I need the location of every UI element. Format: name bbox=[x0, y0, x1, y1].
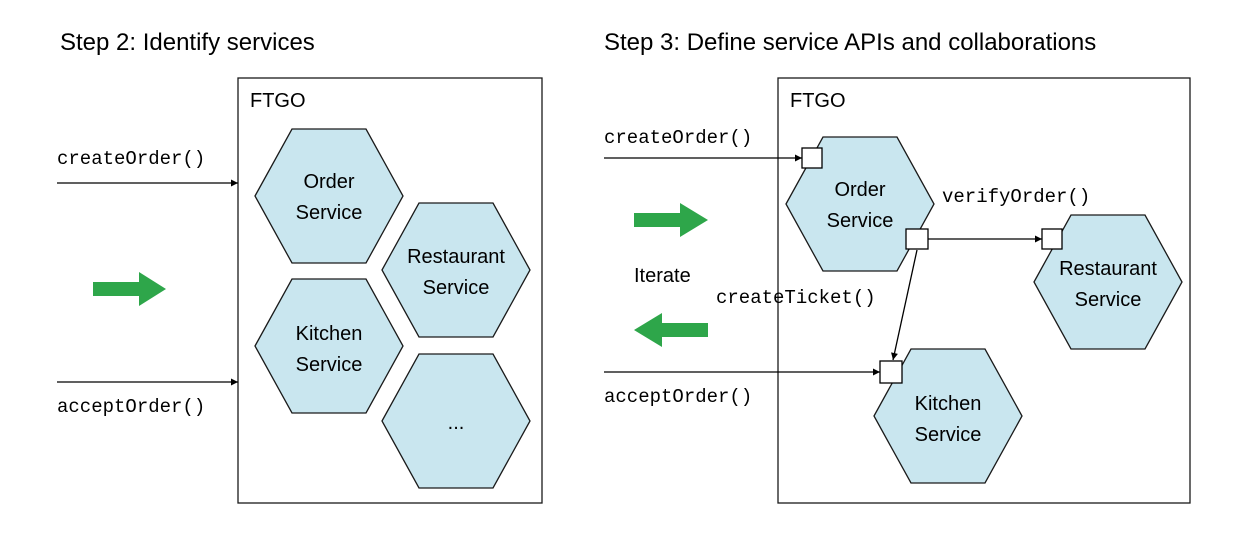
step2-order-service: Order Service bbox=[254, 128, 404, 264]
step2-create-order-label: createOrder() bbox=[57, 148, 205, 170]
step3-order-service: Order Service bbox=[785, 136, 935, 272]
step3-frame-label: FTGO bbox=[790, 90, 846, 112]
iterate-right-arrow-icon bbox=[634, 203, 708, 237]
step3-order-service-line1: Order bbox=[834, 179, 885, 201]
create-ticket-label: createTicket() bbox=[716, 287, 876, 309]
step3-accept-order-label: acceptOrder() bbox=[604, 386, 752, 408]
step2-kitchen-service-line2: Service bbox=[296, 354, 363, 376]
step2-accept-order-label: acceptOrder() bbox=[57, 396, 205, 418]
step2-more-services: ... bbox=[381, 353, 531, 489]
green-right-arrow-icon bbox=[93, 272, 166, 306]
step2-order-service-line2: Service bbox=[296, 202, 363, 224]
create-ticket-arrow bbox=[891, 249, 918, 361]
step3-kitchen-service: Kitchen Service bbox=[873, 348, 1023, 484]
step2-restaurant-service-line1: Restaurant bbox=[407, 246, 505, 268]
restaurant-service-verify-order-port bbox=[1041, 228, 1063, 250]
step2-more-services-label: ... bbox=[448, 412, 465, 434]
step2-restaurant-service-line2: Service bbox=[423, 277, 490, 299]
step2-kitchen-service-line1: Kitchen bbox=[296, 323, 363, 345]
iterate-left-arrow-icon bbox=[634, 313, 708, 347]
verify-order-label: verifyOrder() bbox=[942, 186, 1090, 208]
step3-restaurant-service-line1: Restaurant bbox=[1059, 258, 1157, 280]
step2-order-service-line1: Order bbox=[303, 171, 354, 193]
step3-order-service-line2: Service bbox=[827, 210, 894, 232]
step2-title: Step 2: Identify services bbox=[60, 29, 315, 56]
step3-create-order-label: createOrder() bbox=[604, 127, 752, 149]
step3-restaurant-service-line2: Service bbox=[1075, 289, 1142, 311]
step3-restaurant-service: Restaurant Service bbox=[1033, 214, 1183, 350]
order-service-outbound-port bbox=[905, 228, 929, 250]
iterate-label: Iterate bbox=[634, 265, 691, 287]
step3-title: Step 3: Define service APIs and collabor… bbox=[604, 29, 1096, 56]
step3-ftgo-frame bbox=[777, 77, 1191, 504]
step2-restaurant-service: Restaurant Service bbox=[381, 202, 531, 338]
step2-ftgo-frame bbox=[237, 77, 543, 504]
order-service-create-order-port bbox=[801, 147, 823, 169]
step2-kitchen-service: Kitchen Service bbox=[254, 278, 404, 414]
kitchen-service-port bbox=[879, 360, 903, 384]
step3-kitchen-service-line1: Kitchen bbox=[915, 393, 982, 415]
step3-kitchen-service-line2: Service bbox=[915, 424, 982, 446]
step2-frame-label: FTGO bbox=[250, 90, 306, 112]
